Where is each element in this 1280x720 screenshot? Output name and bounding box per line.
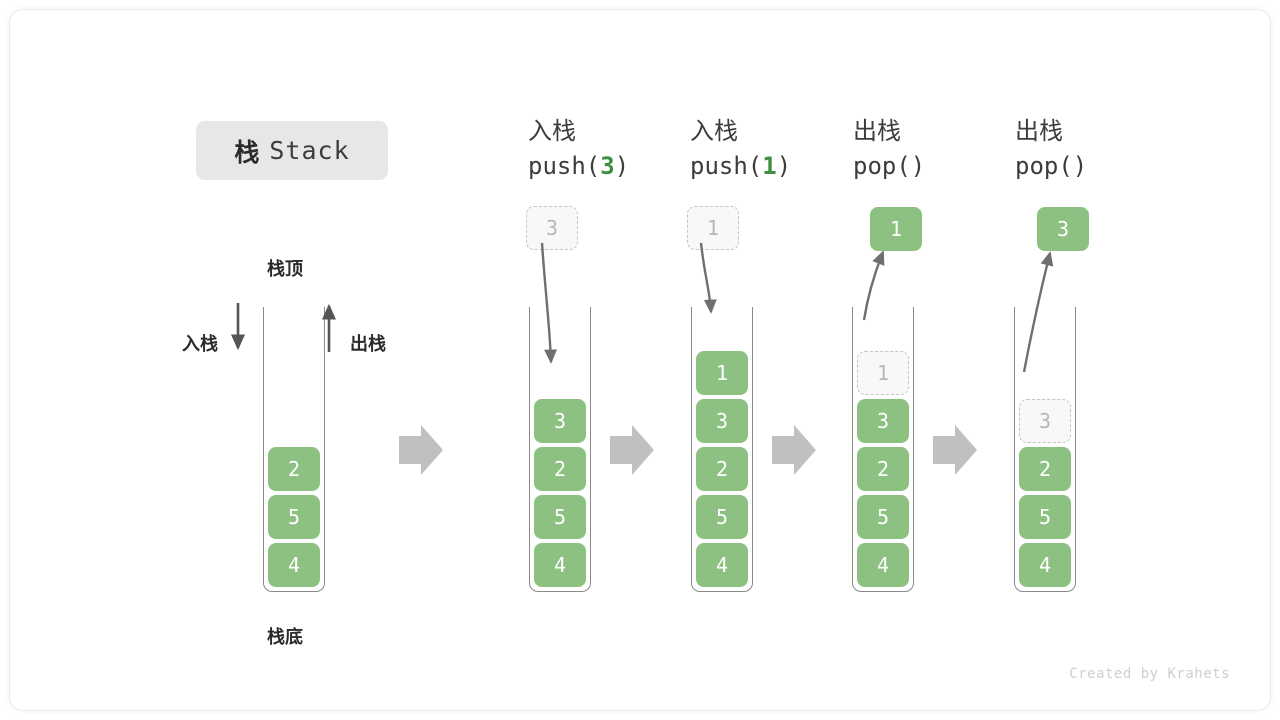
stack-cell: 3 (696, 399, 748, 443)
column-header-push3: 入栈 push(3) (528, 115, 718, 183)
stack-container-push3 (529, 307, 591, 592)
stack-cells-initial: 4 5 2 (268, 447, 320, 587)
floating-box-push3: 3 (526, 206, 578, 250)
operation-name-pop3: 出栈 (1015, 118, 1063, 145)
label-push-side: 入栈 (182, 334, 218, 354)
operation-name-push1: 入栈 (690, 118, 738, 145)
stack-cell: 1 (696, 351, 748, 395)
stack-cell: 5 (1019, 495, 1071, 539)
stack-cell-removed: 1 (857, 351, 909, 395)
stack-cell: 4 (1019, 543, 1071, 587)
stack-cell: 3 (857, 399, 909, 443)
stack-cell: 2 (268, 447, 320, 491)
stack-after-push1: 4 5 2 3 1 (691, 307, 753, 592)
title-badge: 栈 Stack (196, 121, 388, 180)
operation-name-push3: 入栈 (528, 118, 576, 145)
operation-arg-push3: 3 (600, 152, 615, 180)
operation-arg-push1: 1 (762, 152, 777, 180)
label-pop-side: 出栈 (350, 334, 386, 354)
column-header-pop1: 出栈 pop() (853, 115, 1043, 183)
operation-code-push3: push(3) (528, 152, 630, 180)
operation-name-pop1: 出栈 (853, 118, 901, 145)
operation-code-push1: push(1) (690, 152, 792, 180)
stack-cell: 5 (268, 495, 320, 539)
floating-box-pop3: 3 (1037, 207, 1089, 251)
stack-container-pop1 (852, 307, 914, 592)
diagram-card: 栈 Stack 栈顶 栈底 入栈 出栈 入栈 push(3) 入栈 push(1… (9, 9, 1271, 711)
stack-cell: 3 (534, 399, 586, 443)
stack-cell: 5 (857, 495, 909, 539)
stack-cells-push3: 4 5 2 3 (534, 399, 586, 587)
stack-cells-pop3: 4 5 2 3 (1019, 399, 1071, 587)
title-english: Stack (269, 136, 350, 165)
column-header-pop3: 出栈 pop() (1015, 115, 1205, 183)
stack-container-initial (263, 307, 325, 592)
stack-cell: 4 (696, 543, 748, 587)
credit-text: Created by Krahets (1069, 666, 1230, 682)
floating-box-push1: 1 (687, 206, 739, 250)
stack-cell: 4 (268, 543, 320, 587)
operation-code-pop1: pop() (853, 152, 926, 180)
stack-cell: 5 (696, 495, 748, 539)
stack-cell-removed: 3 (1019, 399, 1071, 443)
stack-cell: 4 (857, 543, 909, 587)
stack-cell: 2 (1019, 447, 1071, 491)
column-header-push1: 入栈 push(1) (690, 115, 880, 183)
stack-cell: 5 (534, 495, 586, 539)
stack-container-pop3 (1014, 307, 1076, 592)
stack-container-push1 (691, 307, 753, 592)
stack-cell: 2 (857, 447, 909, 491)
stack-cell: 4 (534, 543, 586, 587)
stack-cell: 2 (534, 447, 586, 491)
operation-code-pop3: pop() (1015, 152, 1088, 180)
title-chinese: 栈 (234, 138, 261, 167)
label-stack-top: 栈顶 (267, 259, 303, 279)
stack-after-pop3: 4 5 2 3 (1014, 307, 1076, 592)
stack-initial: 4 5 2 (263, 307, 325, 592)
stack-after-push3: 4 5 2 3 (529, 307, 591, 592)
stack-after-pop1: 4 5 2 3 1 (852, 307, 914, 592)
floating-box-pop1: 1 (870, 207, 922, 251)
stack-cell: 2 (696, 447, 748, 491)
stack-cells-pop1: 4 5 2 3 1 (857, 351, 909, 587)
stack-cells-push1: 4 5 2 3 1 (696, 351, 748, 587)
label-stack-bottom: 栈底 (267, 627, 303, 647)
